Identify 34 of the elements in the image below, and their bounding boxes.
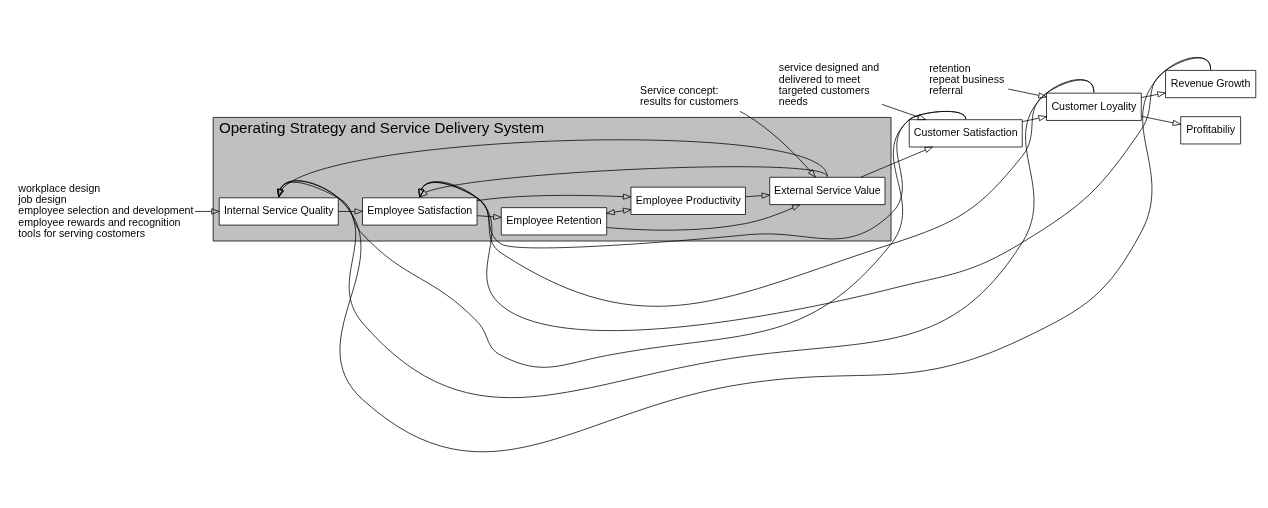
arrow [1141, 115, 1181, 126]
arrow [476, 213, 502, 220]
arrow [881, 103, 927, 120]
arrow [277, 56, 1212, 452]
arrow [745, 192, 770, 199]
node-text: retention repeat business referral [929, 61, 1005, 96]
arrow [606, 207, 632, 215]
arrow [418, 79, 1095, 307]
node-box: Customer Satisfaction [908, 118, 1023, 147]
node-box: Revenue Growth [1165, 69, 1257, 98]
arrow [606, 203, 801, 231]
node-box: Customer Loyality [1046, 92, 1142, 121]
arrow [418, 57, 1212, 331]
arrow [476, 193, 632, 201]
arrow [1007, 88, 1047, 98]
arrow [860, 146, 933, 178]
node-box: Employee Retention [500, 206, 608, 235]
node-box: Profitabiliy [1180, 115, 1241, 144]
node-box: Internal Service Quality [218, 196, 339, 225]
arrow [419, 165, 828, 197]
arrow [278, 139, 828, 197]
arrow [194, 207, 220, 214]
arrow [418, 110, 967, 248]
arrow [338, 207, 363, 214]
node-box: Employee Productivity [630, 186, 746, 215]
node-box: External Service Value [769, 176, 886, 205]
arrow [1141, 90, 1166, 98]
arrow [277, 78, 1095, 398]
arrow [1022, 114, 1047, 122]
node-text: Service concept: results for customers [640, 83, 739, 107]
node-text: workplace design job design employee selection and development employee rewards and recognition tools for serving costomers [18, 181, 194, 239]
node-box: Employee Satisfaction [362, 196, 478, 225]
arrow [277, 110, 967, 368]
node-text: service designed and delivered to meet targeted customers needs [778, 60, 880, 107]
